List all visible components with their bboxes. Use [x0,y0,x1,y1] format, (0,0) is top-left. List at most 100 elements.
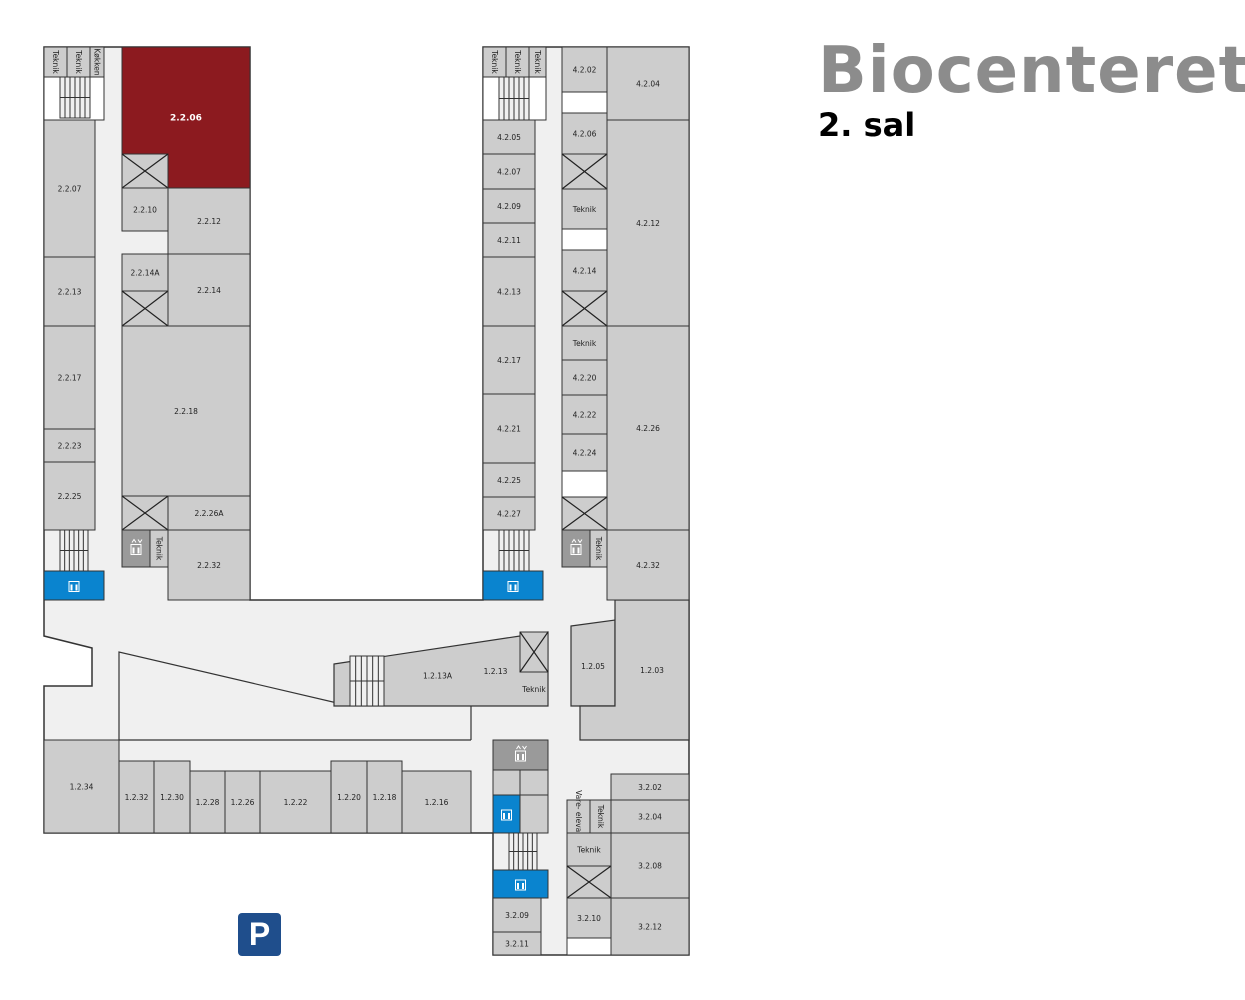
elevator [561,529,591,568]
room-r4227[interactable]: 4.2.27 [482,496,536,531]
toilet [492,794,521,834]
room-label: 1.2.30 [160,793,184,802]
room-r4205[interactable]: 4.2.05 [482,119,536,155]
room-r4224[interactable]: 4.2.24 [561,433,608,472]
room-r2214[interactable]: 2.2.14 [167,253,251,327]
room-r1213[interactable]: 1.2.13 [484,667,508,676]
room-label: Teknik [74,49,83,74]
room-r4221-shape [482,393,536,464]
room-label: 3.2.09 [505,911,529,920]
room-label: Teknik [513,49,522,74]
room-r4232[interactable]: 4.2.32 [606,529,690,601]
corridor-space [561,470,608,498]
room-r3202[interactable]: 3.2.02 [610,773,690,801]
room-bt3-shape [566,832,612,867]
room-r2232[interactable]: 2.2.32 [167,529,251,601]
stairs-icon [350,656,384,706]
room-label: 1.2.34 [70,783,94,792]
room-r4211[interactable]: 4.2.11 [482,222,536,258]
room-r1203[interactable]: 1.2.03 [640,666,664,675]
room-rt6[interactable]: Teknik [589,529,608,568]
room-lt1[interactable]: Teknik [43,46,68,78]
room-bt2[interactable]: Teknik [589,799,612,834]
room-r4209[interactable]: 4.2.09 [482,188,536,224]
room-r4214[interactable]: 4.2.14 [561,249,608,292]
room-r2226a[interactable]: 2.2.26A [167,495,251,531]
room-r4204[interactable]: 4.2.04 [606,46,690,121]
room-bt3[interactable]: Teknik [566,832,612,867]
room-r2217[interactable]: 2.2.17 [43,325,96,430]
room-r2232-shape [167,529,251,601]
room-r1232[interactable]: 1.2.32 [118,760,155,834]
room-r1234[interactable]: 1.2.34 [43,739,120,834]
room-rt1[interactable]: Teknik [482,46,507,78]
room-r2213[interactable]: 2.2.13 [43,256,96,327]
room-r2218[interactable]: 2.2.18 [121,325,251,497]
room-r4220[interactable]: 4.2.20 [561,359,608,396]
corridor-space-shape [519,794,549,834]
room-r3208-shape [610,832,690,899]
room-r1222[interactable]: 1.2.22 [259,770,332,834]
room-rt3[interactable]: Teknik [528,46,547,78]
room-r1228[interactable]: 1.2.28 [189,770,226,834]
room-r4213[interactable]: 4.2.13 [482,256,536,327]
room-r2210[interactable]: 2.2.10 [121,187,169,232]
room-r2214a[interactable]: 2.2.14A [121,253,169,292]
room-label: 4.2.27 [497,510,521,519]
room-r1205[interactable]: 1.2.05 [581,662,605,671]
room-r4202[interactable]: 4.2.02 [561,46,608,93]
room-label: 3.2.10 [577,914,601,923]
room-r2223[interactable]: 2.2.23 [43,428,96,463]
room-label: 4.2.32 [636,561,660,570]
room-r4225[interactable]: 4.2.25 [482,462,536,498]
room-label: 2.2.26A [195,509,225,518]
interior-walls [118,599,690,741]
room-r4226[interactable]: 4.2.26 [606,325,690,531]
room-r2225[interactable]: 2.2.25 [43,461,96,531]
room-r2223-shape [43,428,96,463]
room-r1226[interactable]: 1.2.26 [224,770,261,834]
shaft-cross-icon [121,153,169,189]
room-r3212[interactable]: 3.2.12 [610,897,690,956]
room-r3210[interactable]: 3.2.10 [566,897,612,939]
room-r2207[interactable]: 2.2.07 [43,119,96,258]
toilet-shape [492,869,549,899]
room-bt1[interactable]: Teknik [521,685,546,694]
room-label: 2.2.14 [197,286,221,295]
room-r4222[interactable]: 4.2.22 [561,394,608,435]
room-label: Teknik [572,339,597,348]
room-r3211[interactable]: 3.2.11 [492,931,542,956]
room-r3208[interactable]: 3.2.08 [610,832,690,899]
room-r4220-shape [561,359,608,396]
room-r4206[interactable]: 4.2.06 [561,112,608,155]
room-r1218-shape [366,760,403,834]
corridor-space-shape [561,470,608,498]
corridor-space-shape [519,769,549,796]
room-r1216[interactable]: 1.2.16 [401,770,472,834]
room-r4212[interactable]: 4.2.12 [606,119,690,327]
shaft-cross-icon [519,631,549,673]
room-r1213a[interactable]: 1.2.13A [423,672,453,681]
room-r2218-shape [121,325,251,497]
room-r3209[interactable]: 3.2.09 [492,897,542,933]
room-r4217[interactable]: 4.2.17 [482,325,536,395]
staircase [59,76,91,119]
room-lk[interactable]: Køkken [89,46,105,78]
room-label: 4.2.05 [497,133,521,142]
corridor-space [492,769,521,796]
room-r4221[interactable]: 4.2.21 [482,393,536,464]
room-label: 2.2.07 [58,185,82,194]
room-rt2[interactable]: Teknik [505,46,530,78]
elevator-shape [492,739,549,771]
room-r1218[interactable]: 1.2.18 [366,760,403,834]
room-r4207[interactable]: 4.2.07 [482,153,536,190]
room-r2212[interactable]: 2.2.12 [167,187,251,255]
room-lt3[interactable]: Teknik [149,529,169,568]
room-r3204[interactable]: 3.2.04 [610,799,690,834]
room-r4232-shape [606,529,690,601]
room-r1230[interactable]: 1.2.30 [153,760,191,834]
room-r1220[interactable]: 1.2.20 [330,760,368,834]
room-lt2[interactable]: Teknik [66,46,91,78]
room-rt4[interactable]: Teknik [561,188,608,230]
room-rt5[interactable]: Teknik [561,325,608,361]
